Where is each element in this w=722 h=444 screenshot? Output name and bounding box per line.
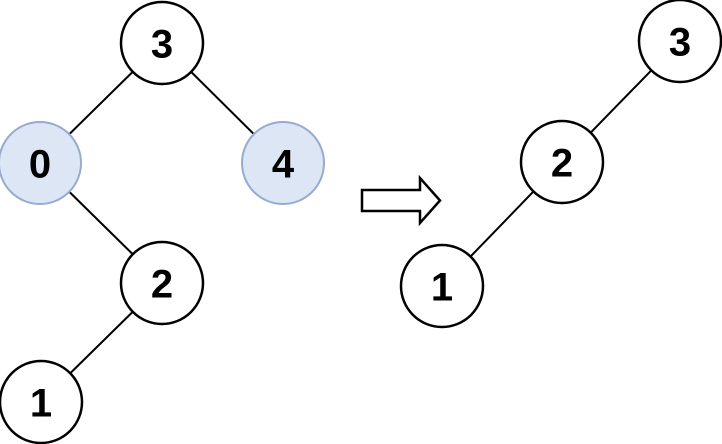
tree-node-after-1 [399, 243, 485, 329]
tree-node-label-before-0: 0 [29, 143, 51, 187]
tree-edge-before-0-2 [68, 191, 134, 255]
tree-node-label-before-3: 3 [151, 23, 173, 67]
tree-node-before-3 [119, 0, 205, 86]
tree-node-label-before-1: 1 [30, 382, 52, 426]
tree-edge-before-3-4 [190, 71, 255, 135]
tree-node-label-after-3: 3 [669, 21, 691, 65]
tree-node-after-2 [519, 119, 605, 205]
tree-node-label-after-2: 2 [551, 142, 573, 186]
tree-node-before-4 [241, 121, 325, 205]
tree-node-before-1 [0, 359, 84, 444]
tree-node-before-0 [0, 121, 82, 205]
tree-edge-after-2-1 [469, 190, 535, 258]
tree-node-label-after-1: 1 [431, 266, 453, 310]
transform-arrow-icon [360, 174, 442, 227]
tree-node-after-3 [637, 0, 722, 84]
tree-node-label-before-2: 2 [151, 263, 173, 307]
tree-edge-after-3-2 [589, 69, 653, 134]
tree-node-label-before-4: 4 [272, 143, 295, 187]
tree-edge-before-3-0 [68, 71, 134, 135]
tree-edge-before-2-1 [69, 311, 134, 374]
tree-node-before-2 [119, 240, 205, 326]
